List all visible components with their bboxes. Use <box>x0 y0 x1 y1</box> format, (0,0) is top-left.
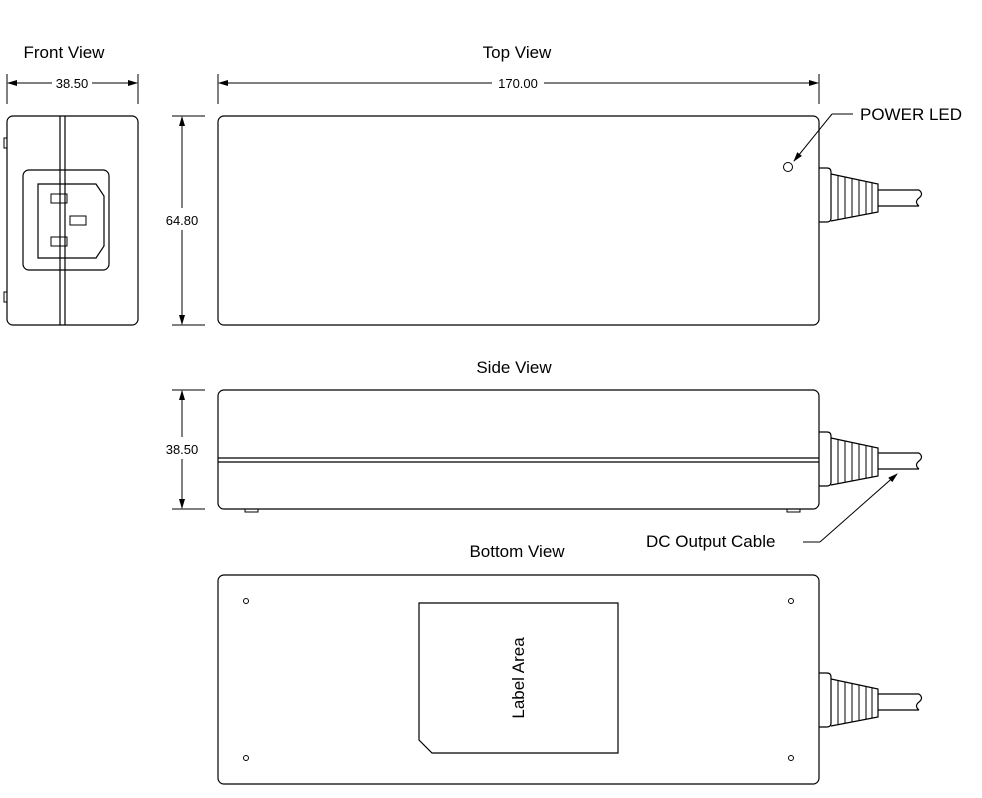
top-body <box>217 115 820 326</box>
bottom-view: Bottom View Label Area <box>217 542 923 785</box>
front-view: Front View 38.50 <box>3 43 139 326</box>
top-height-dimension: 64.80 <box>166 115 205 326</box>
front-width-dimension: 38.50 <box>6 74 139 104</box>
dc-cable-label: DC Output Cable <box>646 532 775 551</box>
side-height-dimension: 38.50 <box>166 389 205 510</box>
dc-cable-stub <box>878 693 923 711</box>
strain-relief-icon <box>819 672 879 728</box>
strain-relief-icon <box>819 167 879 223</box>
top-length-dimension: 170.00 <box>217 74 820 104</box>
power-led-icon <box>783 162 793 172</box>
top-view-title: Top View <box>483 43 552 62</box>
power-led-label: POWER LED <box>860 105 962 124</box>
screw-hole-icon <box>243 755 249 761</box>
front-body <box>6 115 139 326</box>
screw-hole-icon <box>788 598 794 604</box>
top-view: Top View 170.00 64.80 POWER LED <box>166 43 962 326</box>
front-view-title: Front View <box>24 43 106 62</box>
side-view: Side View 38.50 <box>166 358 923 551</box>
label-area-text: Label Area <box>509 637 528 719</box>
top-length-value: 170.00 <box>498 76 538 91</box>
dc-cable-stub <box>878 452 923 470</box>
side-body <box>217 389 820 510</box>
screw-hole-icon <box>243 598 249 604</box>
front-width-value: 38.50 <box>56 76 89 91</box>
bottom-body <box>217 574 820 785</box>
ac-inlet-icon <box>22 169 110 271</box>
label-area-box <box>418 602 619 754</box>
top-height-value: 64.80 <box>166 213 199 228</box>
dc-cable-callout: DC Output Cable <box>646 473 898 551</box>
side-height-value: 38.50 <box>166 442 199 457</box>
dc-cable-stub <box>878 189 923 207</box>
screw-hole-icon <box>788 755 794 761</box>
bottom-view-title: Bottom View <box>469 542 565 561</box>
side-view-title: Side View <box>476 358 552 377</box>
power-led-callout: POWER LED <box>793 105 962 162</box>
strain-relief-icon <box>819 431 879 487</box>
